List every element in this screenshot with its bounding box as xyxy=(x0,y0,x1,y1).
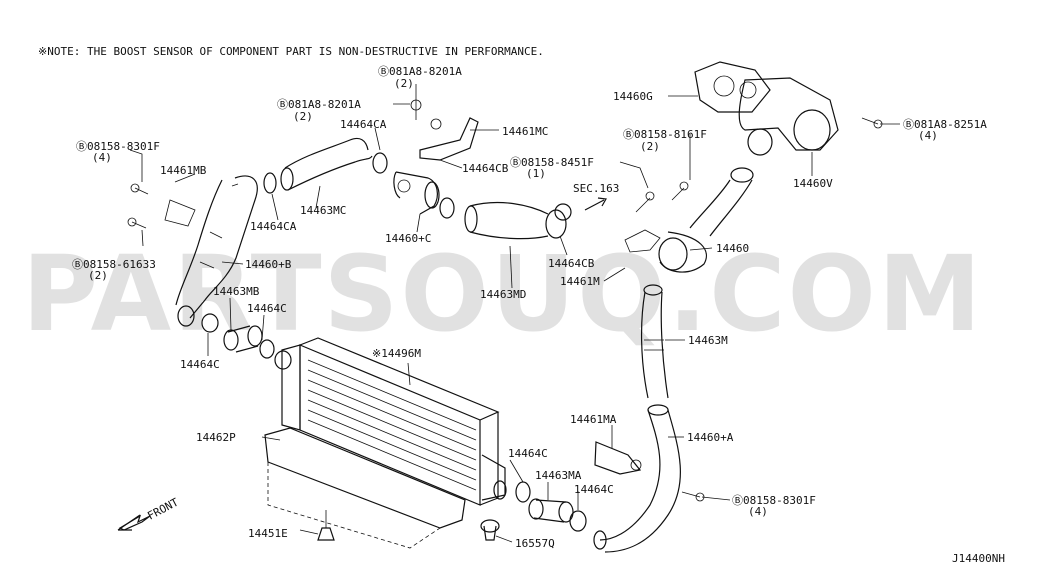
label-081a8-8201a-mid-qty: (2) xyxy=(293,110,313,123)
label-08158-8161f-qty: (2) xyxy=(640,140,660,153)
label-14461m: 14461M xyxy=(560,275,600,288)
label-14460g: 14460G xyxy=(613,90,653,103)
label-08158-61633: Ⓑ08158-61633 xyxy=(72,258,156,271)
intercooler-14496m[interactable] xyxy=(274,337,507,506)
hose-14463mc[interactable] xyxy=(263,137,388,194)
front-arrow xyxy=(117,514,151,531)
pipe-14460[interactable] xyxy=(624,167,754,273)
label-14460v: 14460V xyxy=(793,177,833,190)
label-081a8-8201a-top-qty: (2) xyxy=(394,77,414,90)
pipe-14460b[interactable] xyxy=(164,175,258,327)
label-14464c-left-lower: 14464C xyxy=(180,358,220,371)
label-08158-61633-qty: (2) xyxy=(88,269,108,282)
label-14463mc: 14463MC xyxy=(300,204,346,217)
label-14463mb: 14463MB xyxy=(213,285,260,298)
label-14463ma: 14463MA xyxy=(535,469,582,482)
label-14462p: 14462P xyxy=(196,431,236,444)
label-08158-8451f-qty: (1) xyxy=(526,167,546,180)
label-14460b: 14460+B xyxy=(245,258,292,271)
air-guide-14462p[interactable] xyxy=(264,427,466,549)
label-sec163: SEC.163 xyxy=(573,182,619,195)
label-14464cb-top: 14464CB xyxy=(462,162,509,175)
label-front: FRONT xyxy=(145,495,181,522)
label-081a8-8201a-mid: Ⓑ081A8-8201A xyxy=(277,98,361,111)
label-081a8-8251a-qty: (4) xyxy=(918,129,938,142)
label-14463m: 14463M xyxy=(688,334,728,347)
label-16557q: 16557Q xyxy=(515,537,555,550)
label-08158-8161f: Ⓑ08158-8161F xyxy=(623,128,707,141)
label-14463md: 14463MD xyxy=(480,288,526,301)
bracket-14461mc[interactable] xyxy=(410,99,479,161)
hose-14463m[interactable] xyxy=(640,284,669,399)
hose-14463md[interactable] xyxy=(464,201,572,240)
bracket-14461ma[interactable] xyxy=(594,441,642,475)
label-08158-8301f-left-qty: (4) xyxy=(92,151,112,164)
label-14461ma: 14461MA xyxy=(570,413,617,426)
label-08158-8301f-right: Ⓑ08158-8301F xyxy=(732,494,816,507)
label-14460a: 14460+A xyxy=(687,431,734,444)
note-text: ※NOTE: THE BOOST SENSOR OF COMPONENT PAR… xyxy=(38,45,544,58)
elbow-14460c[interactable] xyxy=(393,171,455,219)
diagram-id: J14400NH xyxy=(952,552,1005,565)
hose-14463ma[interactable] xyxy=(515,481,587,532)
label-081a8-8201a-top: Ⓑ081A8-8201A xyxy=(378,65,462,78)
clip-14451e[interactable] xyxy=(317,510,335,541)
label-08158-8451f: Ⓑ08158-8451F xyxy=(510,156,594,169)
grommet-16557q[interactable] xyxy=(480,519,500,541)
label-14464cb-bottom: 14464CB xyxy=(548,257,595,270)
label-14451e: 14451E xyxy=(248,527,288,540)
label-14460c: 14460+C xyxy=(385,232,431,245)
turbo-outlet-14460v[interactable] xyxy=(694,61,839,156)
label-14464c-left-upper: 14464C xyxy=(247,302,287,315)
label-14464c-right-lower: 14464C xyxy=(574,483,614,496)
label-081a8-8251a: Ⓑ081A8-8251A xyxy=(903,118,987,131)
label-08158-8301f-right-qty: (4) xyxy=(748,505,768,518)
watermark: PARTSOUQ.COM xyxy=(22,233,983,355)
label-08158-8301f-left: Ⓑ08158-8301F xyxy=(76,140,160,153)
label-14460: 14460 xyxy=(716,242,749,255)
label-14464ca-bottom: 14464CA xyxy=(250,220,297,233)
label-14461mb: 14461MB xyxy=(160,164,207,177)
sec163-arrow xyxy=(584,197,607,211)
pipe-14460a[interactable] xyxy=(593,404,681,553)
label-14464ca-top: 14464CA xyxy=(340,118,387,131)
label-14464c-right-upper: 14464C xyxy=(508,447,548,460)
label-14461mc: 14461MC xyxy=(502,125,548,138)
label-14496m: ※14496M xyxy=(372,347,421,360)
leader-lines xyxy=(129,84,900,543)
